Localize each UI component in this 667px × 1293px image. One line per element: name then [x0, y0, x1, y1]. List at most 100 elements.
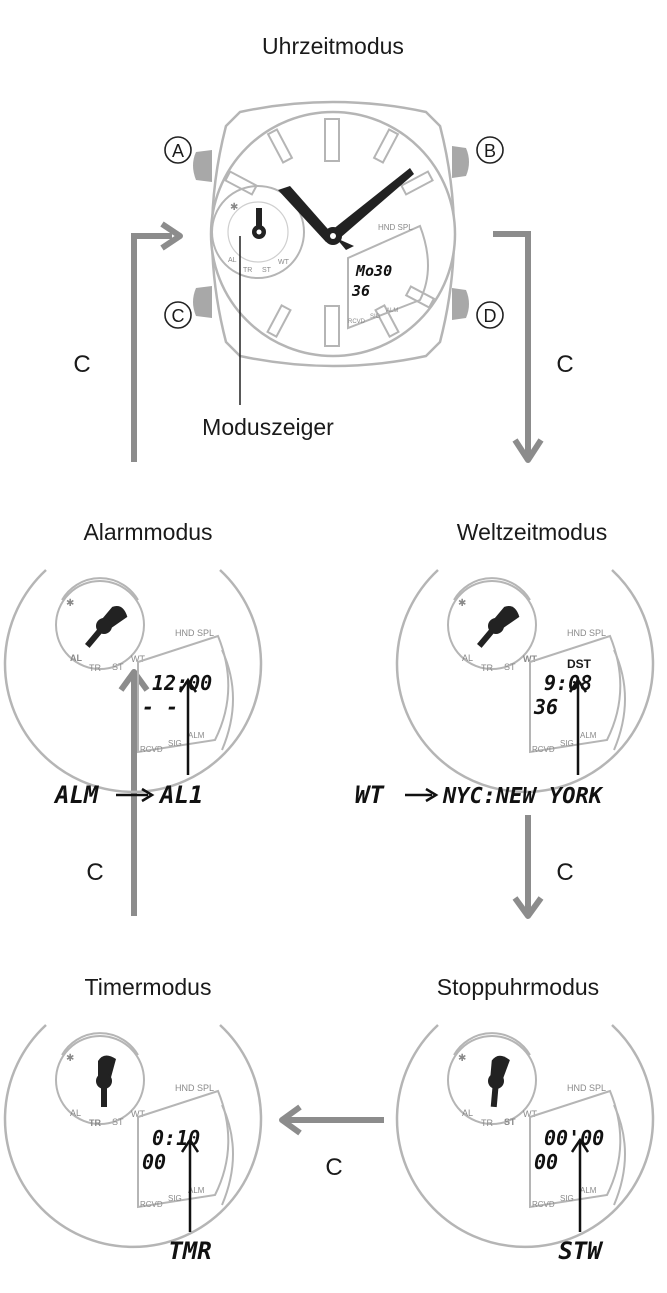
caption-alarm-arrowhead	[141, 787, 155, 803]
alm-label: ALM	[188, 1186, 205, 1195]
mode-mark-wt: WT	[278, 259, 290, 266]
caption-alarm-to: AL1	[158, 781, 203, 809]
mode-mark-tr: TR	[89, 1118, 101, 1128]
arrow-label-1: C	[73, 351, 90, 378]
index-5	[374, 304, 400, 338]
rcvd-label: RCVD	[532, 1200, 555, 1209]
panel-subdial	[447, 1035, 537, 1125]
mode-mark-tr: TR	[89, 663, 101, 673]
mode-mark-wt: WT	[131, 1109, 145, 1119]
panel-subdial-ring	[453, 1032, 531, 1056]
caption-stopwatch: STW	[558, 1237, 604, 1265]
sig-label: SIG	[168, 1194, 182, 1203]
button-label-d: D	[476, 301, 504, 329]
hand-tail	[336, 238, 354, 250]
mode-subdial-inner	[227, 201, 289, 263]
mode-subdial	[211, 185, 305, 279]
index-1	[372, 128, 400, 164]
rcvd-label: RCVD	[140, 745, 163, 754]
panel-lcd-window	[137, 1089, 230, 1209]
button-label-b: B	[476, 136, 504, 164]
panel-subdial	[55, 580, 145, 670]
mode-pointer-hub	[488, 1073, 504, 1089]
index-11	[266, 128, 294, 164]
panel-lcd-bezel	[221, 1104, 234, 1206]
mode-mark-tr: TR	[243, 267, 252, 274]
button-d-label: D	[484, 306, 497, 326]
alm-label: ALM	[188, 731, 205, 740]
panel-lcd-bezel	[613, 1104, 626, 1206]
lcd-line2: 36	[351, 282, 370, 300]
mode-pointer-hub	[96, 1073, 112, 1089]
mode-mark-tr: TR	[481, 663, 493, 673]
mode-mark-wt: WT	[523, 654, 537, 664]
panel-subdial	[447, 580, 537, 670]
panel-subdial-ring	[61, 1032, 139, 1056]
button-a-shape[interactable]	[193, 150, 212, 182]
lcd-time: 00'00	[544, 1126, 604, 1150]
panel-lcd-bezel	[613, 649, 626, 751]
panel-lcd-bezel	[221, 649, 234, 751]
bluetooth-icon: ✱	[230, 202, 238, 213]
panel-dial-outline	[3, 569, 263, 794]
caption-pointer-arrowhead	[570, 1137, 590, 1153]
arrow-label-3: C	[556, 859, 573, 886]
mode-mark-wt: WT	[131, 654, 145, 664]
index-10	[224, 170, 258, 196]
arrowhead-4	[279, 1104, 302, 1136]
hnd-spl-label: HND SPL	[567, 628, 606, 638]
mode-mark-al: AL	[70, 653, 82, 663]
mode-mark-tr: TR	[481, 1118, 493, 1128]
bluetooth-icon: ✱	[66, 598, 74, 609]
title-worldtime: Weltzeitmodus	[457, 519, 607, 545]
mode-pointer-pin	[256, 229, 262, 235]
button-c-shape[interactable]	[193, 286, 212, 318]
lcd-sub: 00	[534, 1150, 558, 1174]
watch-case	[210, 100, 456, 368]
arrowhead-1	[160, 221, 183, 251]
title-stopwatch: Stoppuhrmodus	[437, 974, 599, 1000]
caption-pointer-arrowhead	[568, 677, 588, 693]
mode-mark-st: ST	[262, 267, 272, 274]
alm-label: ALM	[580, 731, 597, 740]
mode-mark-st: ST	[112, 662, 124, 672]
arrowhead-2	[512, 438, 544, 463]
index-6	[324, 305, 340, 347]
bluetooth-icon: ✱	[458, 598, 466, 609]
title-timekeeping: Uhrzeitmodus	[262, 33, 404, 59]
hnd-spl-label: HND SPL	[175, 1083, 214, 1093]
arrow-label-5: C	[86, 859, 103, 886]
hour-hand	[278, 186, 334, 242]
sig-label: SIG	[560, 739, 574, 748]
lcd-sub: - -	[142, 695, 178, 719]
watch-timekeeping: ✱ AL TR ST WT HND SPL Mo30 36 RCVD SIG A…	[193, 100, 469, 368]
panel-dial-outline	[3, 1024, 263, 1249]
arrowhead-3	[512, 896, 544, 919]
mode-mark-al: AL	[228, 257, 237, 264]
hnd-spl-label: HND SPL	[567, 1083, 606, 1093]
panel-dial-outline	[395, 569, 655, 794]
button-d-shape[interactable]	[452, 288, 469, 320]
mode-pointer-hub	[488, 618, 504, 634]
lcd-line1: Mo30	[355, 262, 392, 280]
mode-pointer-stem	[101, 1079, 107, 1107]
button-b-shape[interactable]	[452, 146, 469, 178]
rcvd-label: RCVD	[140, 1200, 163, 1209]
arrow-label-4: C	[325, 1154, 342, 1181]
panel-subdial-ring	[61, 577, 139, 601]
dst-label: DST	[567, 657, 592, 671]
index-12	[324, 118, 340, 162]
button-c-label: C	[172, 306, 185, 326]
panel-dial-outline	[395, 1024, 655, 1249]
mode-mark-wt: WT	[523, 1109, 537, 1119]
panel-subdial-ring	[453, 577, 531, 601]
button-label-c: C	[164, 301, 192, 329]
sig-label: SIG	[168, 739, 182, 748]
hand-pin	[330, 233, 336, 239]
mode-mark-al: AL	[462, 1108, 473, 1118]
